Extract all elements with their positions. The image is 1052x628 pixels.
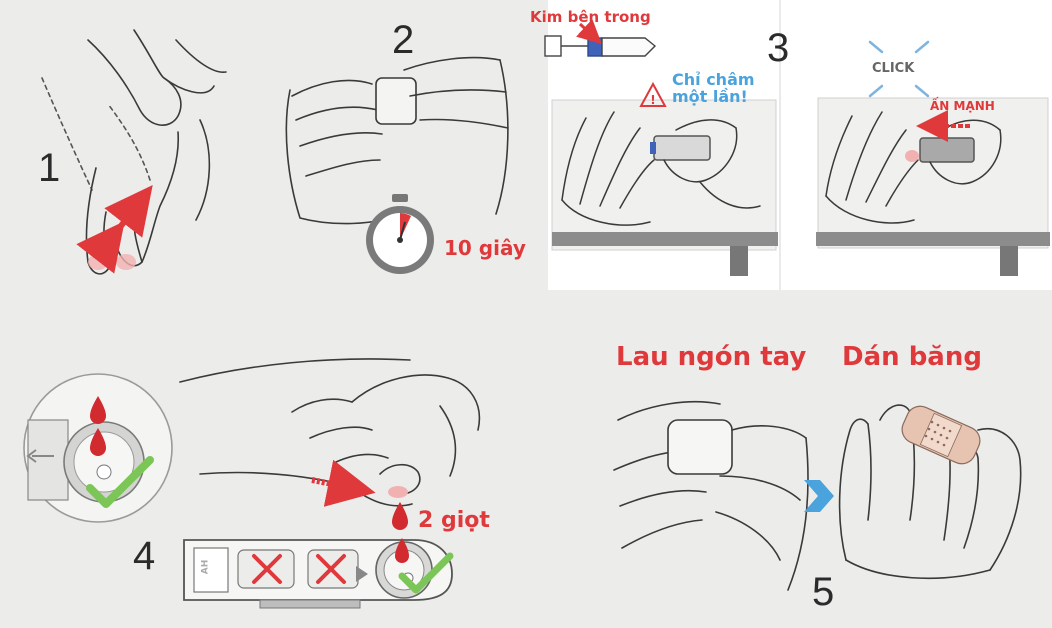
prick-once-label: Chỉ châm một lần! (672, 70, 755, 106)
cross-icon (252, 554, 346, 584)
step-number-1: 1 (38, 146, 61, 190)
check-icon (86, 456, 154, 508)
prick-once-line-2: một lần! (672, 86, 748, 106)
step-number-4: 4 (133, 534, 156, 578)
check-icon (398, 552, 454, 594)
press-firmly-label: ẤN MẠNH (930, 99, 995, 113)
stopwatch-icon (366, 194, 434, 274)
panel-2-hold-finger (285, 56, 509, 225)
blood-drop-icon (392, 502, 408, 530)
blood-drop-icon (90, 396, 106, 456)
two-drops-label: 2 giọt (418, 508, 490, 533)
panel-4-apply-blood (23, 358, 481, 609)
click-label: CLICK (872, 61, 915, 76)
step-number-5: 5 (812, 570, 835, 614)
device-brand-text: AH (200, 559, 211, 575)
blood-drop-icon (395, 538, 409, 563)
needle-inside-label: Kim bên trong (530, 8, 651, 26)
step-number-3: 3 (767, 26, 790, 70)
chevron-right-icon (804, 480, 834, 512)
timer-label: 10 giây (444, 236, 526, 260)
bandage-dots (924, 420, 952, 447)
step-number-2: 2 (392, 18, 415, 62)
warning-icon: ! (639, 81, 667, 107)
wipe-finger-label: Lau ngón tay (616, 342, 807, 372)
test-device (183, 539, 453, 609)
prick-once-line-1: Chỉ châm (672, 70, 755, 89)
apply-bandage-label: Dán băng (842, 342, 982, 372)
svg-text:!: ! (650, 93, 655, 107)
panel-1-massage-finger (41, 29, 227, 275)
panel-3-lancet: ! (544, 0, 1052, 290)
